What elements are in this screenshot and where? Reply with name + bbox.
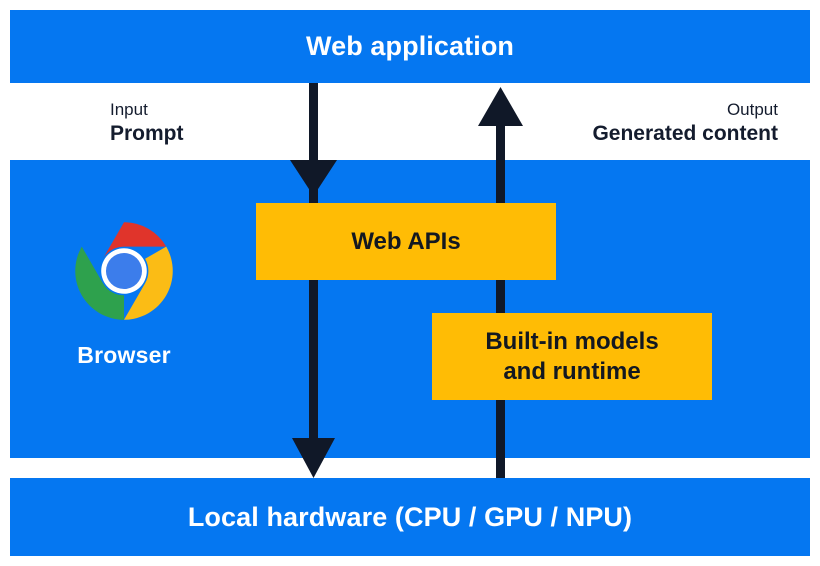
flow-label-input: Input Prompt: [110, 100, 184, 146]
band-web-application: Web application: [10, 10, 810, 83]
band-local-hardware: Local hardware (CPU / GPU / NPU): [10, 478, 810, 556]
band-web-application-label: Web application: [305, 31, 515, 61]
box-built-in-models-text: Built-in models and runtime: [485, 327, 658, 387]
flow-label-input-kind: Input: [110, 100, 148, 119]
box-web-apis-line-1: Web APIs: [351, 227, 461, 255]
browser-caption: Browser: [77, 342, 171, 368]
band-local-hardware-label: Local hardware (CPU / GPU / NPU): [187, 501, 633, 532]
flow-label-output-value: Generated content: [592, 121, 778, 145]
flow-label-output: Output Generated content: [592, 100, 778, 146]
browser-group: Browser: [48, 218, 200, 369]
box-web-apis[interactable]: Web APIs: [256, 203, 556, 280]
box-built-in-models[interactable]: Built-in models and runtime: [432, 313, 712, 400]
box-built-in-models-line-1: Built-in models: [485, 327, 659, 355]
flow-label-input-value: Prompt: [110, 121, 184, 145]
box-built-in-models-line-2: and runtime: [503, 357, 641, 385]
chrome-logo-icon: [75, 222, 173, 320]
flow-label-output-kind: Output: [726, 100, 778, 119]
